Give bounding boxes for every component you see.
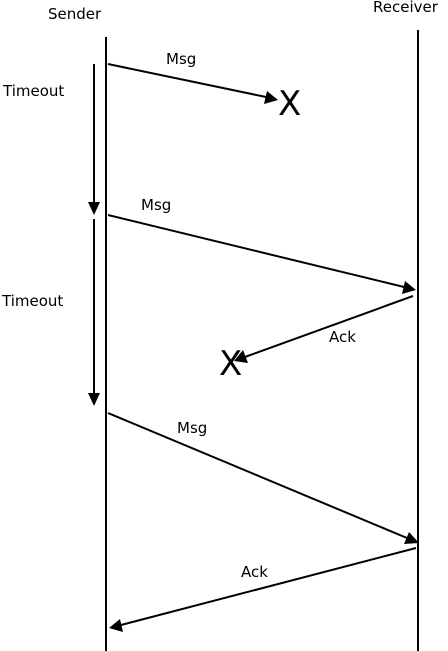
receiver-title: Receiver: [373, 0, 439, 16]
message-label-5: Ack: [241, 563, 268, 581]
timeout-arrow-1: [88, 64, 100, 215]
message-label-2: Msg: [141, 196, 171, 214]
message-label-3: Ack: [329, 328, 356, 346]
lost-marker-1: X: [278, 84, 301, 124]
message-label-1: Msg: [166, 50, 196, 68]
timeout-arrow-2: [88, 219, 100, 406]
message-arrow-2: [107, 214, 416, 294]
lost-marker-2: X: [219, 344, 242, 384]
timeout-label-1: Timeout: [2, 82, 64, 100]
message-label-4: Msg: [177, 419, 207, 437]
sender-title: Sender: [48, 5, 102, 23]
timeout-label-2: Timeout: [1, 292, 63, 310]
message-arrow-4: [107, 412, 419, 544]
message-arrow-1: [107, 63, 278, 104]
message-arrow-5: [109, 547, 417, 632]
message-arrow-3: [234, 295, 414, 363]
